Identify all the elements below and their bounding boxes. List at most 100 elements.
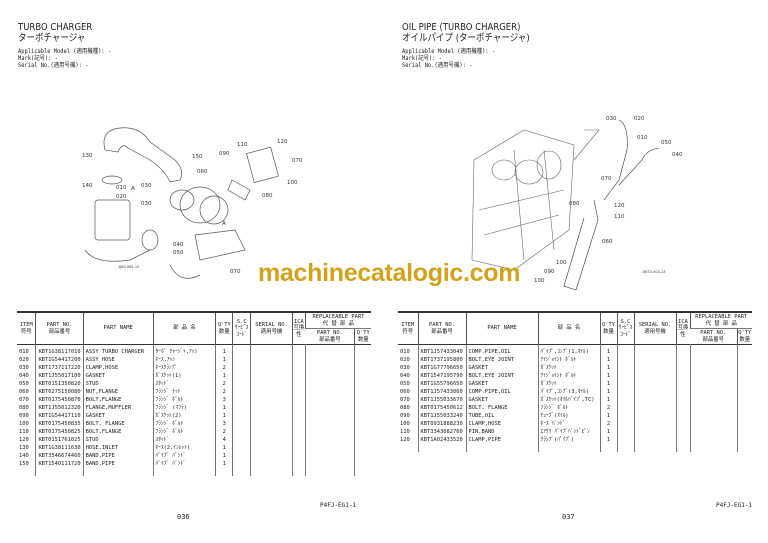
svg-text:010: 010	[637, 135, 648, 141]
cell-empty	[675, 428, 690, 436]
cell-qty: 1	[215, 404, 233, 412]
cell-part-name: GASKET	[465, 396, 538, 404]
col-part-no: PART NO.部品番号	[417, 311, 466, 345]
cell-empty	[736, 404, 752, 412]
cell-part-name: FLANGE,MUFFLER	[82, 404, 154, 412]
cell-empty	[354, 444, 371, 452]
cell-empty	[616, 372, 634, 380]
cell-item-no: 150	[19, 461, 29, 467]
cell-part-name-jp: ｶﾞｽｹｯﾄ(2)	[152, 412, 216, 420]
svg-text:080: 080	[262, 193, 273, 199]
svg-text:030: 030	[141, 201, 152, 207]
cell-item-no: 010	[400, 349, 410, 355]
cell-part-name-jp: ｸﾗﾝﾌﾟ(ﾊﾟｲﾌﾟ)	[537, 436, 600, 452]
cell-empty	[291, 460, 306, 476]
header-label: REPLACEABLE PART	[312, 314, 365, 320]
cell-empty	[616, 356, 634, 364]
header-label: ｻｰﾋﾞｽ	[618, 325, 633, 332]
header-label: ITEM	[19, 322, 33, 328]
cell-part-name-jp: ｱｲｼﾞｮｲﾝﾄ ﾎﾞﾙﾄ	[537, 372, 600, 380]
cell-empty	[232, 396, 251, 404]
svg-text:080: 080	[569, 201, 580, 207]
cell-part-name-jp: ﾌﾗﾝｼﾞ ﾎﾞﾙﾄ	[152, 428, 216, 436]
cell-empty	[736, 380, 752, 388]
cell-empty	[232, 380, 251, 388]
svg-text:070: 070	[292, 158, 303, 164]
cell-empty	[689, 396, 737, 404]
col-serial: SERIAL NO.適用号機	[250, 311, 293, 345]
cell-empty	[736, 372, 752, 380]
cell-empty	[689, 356, 737, 364]
cell-part-name: PIN,BAND	[465, 428, 538, 436]
cell-empty	[675, 420, 690, 428]
cell-empty	[354, 460, 371, 476]
cell-empty	[616, 412, 634, 420]
cell-empty	[232, 428, 251, 436]
cell-empty	[304, 436, 355, 444]
svg-text:110: 110	[614, 214, 625, 220]
cell-empty	[633, 380, 676, 388]
cell-empty	[291, 404, 306, 412]
cell-part-name: BAND,PIPE	[82, 460, 154, 476]
cell-item-no: 120	[19, 437, 29, 443]
header-label: 数量	[218, 328, 230, 335]
svg-text:A: A	[222, 221, 226, 227]
cell-empty	[675, 344, 690, 356]
svg-text:100: 100	[534, 278, 545, 284]
cell-part-name: CLAMP,HOSE	[82, 364, 154, 372]
cell-qty: 1	[599, 412, 617, 420]
cell-item-no: 020	[19, 357, 29, 363]
header-label: Q'TY	[738, 330, 752, 336]
cell-empty	[250, 372, 293, 380]
cell-empty	[616, 380, 634, 388]
cell-qty: 1	[215, 452, 233, 460]
cell-empty	[689, 404, 737, 412]
cell-part-name: CLAMP,HOSE	[465, 420, 538, 428]
col-rep-part-no: PART NO.部品番号	[690, 328, 737, 345]
cell-part-no: KBT3343082760	[417, 428, 466, 436]
header-label: 符号	[20, 328, 32, 335]
cell-empty	[689, 412, 737, 420]
cell-part-no: KBT0175450825	[35, 428, 84, 436]
header-label: 部品番号	[702, 336, 725, 343]
cell-empty	[675, 388, 690, 396]
cell-item-no: 140	[19, 453, 29, 459]
cell-empty	[291, 420, 306, 428]
col-serial: SERIAL NO.適用号機	[633, 311, 676, 345]
cell-part-name: TUBE,OIL	[465, 412, 538, 420]
header-label: SERIAL NO.	[638, 322, 672, 328]
cell-qty: 2	[599, 420, 617, 428]
header-label: ｻｰﾋﾞｽ	[234, 325, 249, 332]
cell-item-no: 040	[19, 373, 29, 379]
svg-text:060: 060	[197, 169, 208, 175]
header-label: Q'TY	[356, 330, 370, 336]
cell-part-no: KBT1J55033240	[417, 412, 466, 420]
cell-empty	[616, 396, 634, 404]
cell-part-name: GASKET	[82, 372, 154, 380]
svg-text:120: 120	[614, 203, 625, 209]
cell-part-no: KBT1J57433060	[417, 388, 466, 396]
cell-empty	[633, 344, 676, 356]
cell-empty	[736, 396, 752, 404]
cell-qty: 3	[215, 396, 233, 404]
svg-text:150: 150	[192, 154, 203, 160]
cell-item-no: 130	[19, 445, 29, 451]
cell-empty	[736, 412, 752, 420]
cell-part-no: KBT1A02433520	[417, 436, 466, 452]
